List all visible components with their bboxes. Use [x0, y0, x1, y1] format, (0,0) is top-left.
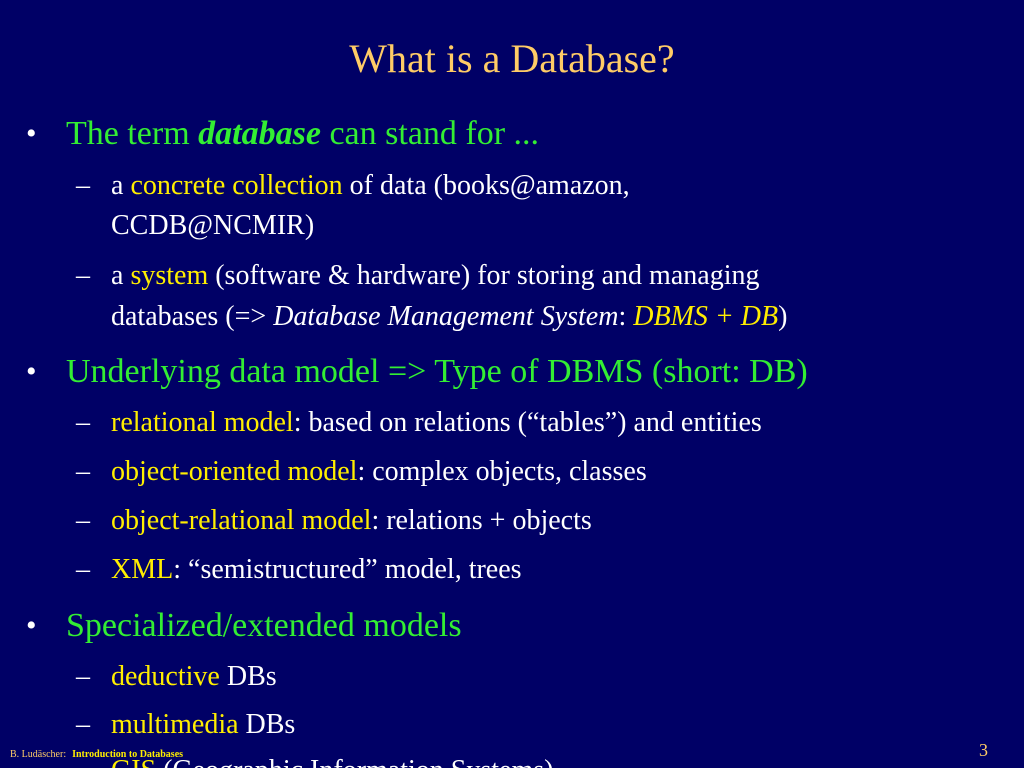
- highlight-term: DBMS + DB: [633, 301, 779, 332]
- text-fragment: (software & hardware) for storing and ma…: [208, 260, 760, 291]
- bullet-marker: •: [26, 355, 37, 388]
- highlight-term: concrete collection: [130, 170, 343, 201]
- dash-marker: –: [76, 554, 90, 585]
- text-fragment: : “semistructured” model, trees: [173, 554, 522, 585]
- sub-item-text: multimedia DBs: [111, 708, 295, 742]
- bullet-text: Underlying data model => Type of DBMS (s…: [66, 353, 808, 390]
- highlight-term: object-relational model: [111, 505, 372, 536]
- text-fragment: DBs: [219, 661, 277, 692]
- dash-marker: –: [76, 170, 90, 201]
- footer-course: Introduction to Databases: [72, 749, 184, 760]
- text-fragment: DBs: [238, 709, 296, 740]
- sub-item-text: object-relational model: relations + obj…: [111, 504, 592, 538]
- text-fragment: : based on relations (“tables”) and enti…: [293, 407, 762, 438]
- dash-marker: –: [76, 407, 90, 438]
- text-fragment: of data (books@amazon,: [342, 170, 630, 201]
- highlight-term: XML: [111, 554, 174, 585]
- highlight-term: multimedia: [111, 709, 239, 740]
- text-fragment: (Geographic Information Systems): [156, 755, 553, 768]
- bullet-text-emphasis: database: [198, 115, 321, 152]
- highlight-term: object-oriented model: [111, 456, 358, 487]
- bullet-marker: •: [26, 117, 37, 150]
- bullet-text-pre: The term: [66, 115, 199, 152]
- sub-item-text: XML: “semistructured” model, trees: [111, 553, 522, 587]
- dash-marker: –: [76, 456, 90, 487]
- sub-item-text: a concrete collection of data (books@ama…: [111, 169, 630, 203]
- continuation-text: CCDB@NCMIR): [111, 210, 315, 241]
- highlight-term: deductive: [111, 661, 220, 692]
- text-fragment: : relations + objects: [371, 505, 592, 536]
- page-number: 3: [979, 740, 988, 760]
- text-fragment: : complex objects, classes: [357, 456, 647, 487]
- highlight-term: GIS: [111, 755, 156, 768]
- dash-marker: –: [76, 505, 90, 536]
- footer-author: B. Ludäscher:: [10, 749, 67, 760]
- text-fragment: :: [618, 301, 634, 332]
- bullet-text-post: can stand for ...: [320, 115, 540, 152]
- sub-item-text: deductive DBs: [111, 660, 277, 694]
- dash-marker: –: [76, 709, 90, 740]
- text-fragment: ): [778, 301, 788, 332]
- sub-item-text: relational model: based on relations (“t…: [111, 406, 762, 440]
- footer-credit: B. Ludäscher: Introduction to Databases: [10, 749, 183, 761]
- text-fragment: a: [111, 260, 131, 291]
- sub-item-text: GIS (Geographic Information Systems): [111, 754, 553, 768]
- bullet-marker: •: [26, 609, 37, 642]
- continuation-text: databases (=> Database Management System…: [111, 300, 787, 334]
- dash-marker: –: [76, 661, 90, 692]
- sub-item-text: a system (software & hardware) for stori…: [111, 259, 759, 293]
- sub-item-text: object-oriented model: complex objects, …: [111, 455, 647, 489]
- text-fragment: databases (=>: [111, 301, 274, 332]
- slide-title: What is a Database?: [349, 36, 675, 81]
- dash-marker: –: [76, 260, 90, 291]
- text-fragment: a: [111, 170, 131, 201]
- dash-marker: –: [76, 754, 90, 768]
- highlight-term: relational model: [111, 407, 294, 438]
- italic-term: Database Management System: [273, 301, 619, 332]
- bullet-text: Specialized/extended models: [66, 607, 462, 644]
- bullet-text: The term database can stand for ...: [66, 114, 539, 154]
- highlight-term: system: [130, 260, 209, 291]
